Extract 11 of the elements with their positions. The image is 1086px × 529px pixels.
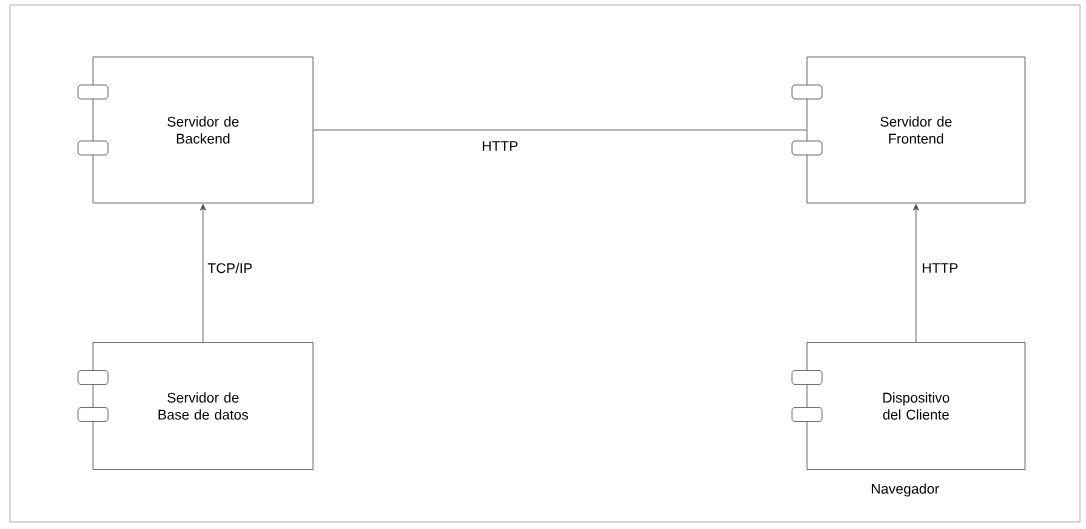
component-box: Servidor de Base de datos <box>77 342 314 470</box>
component-box: Servidor de Backend <box>77 56 314 204</box>
connector <box>913 204 919 343</box>
connector <box>200 204 206 343</box>
connector <box>313 129 807 131</box>
component-box: Dispositivo del Cliente <box>791 342 1026 470</box>
node-label: Navegador <box>871 483 939 497</box>
edge-label: HTTP <box>919 261 961 275</box>
edge-label: TCP/IP <box>205 260 255 276</box>
component-box: Servidor de Frontend <box>791 56 1026 204</box>
edge-label: HTTP <box>479 139 521 153</box>
